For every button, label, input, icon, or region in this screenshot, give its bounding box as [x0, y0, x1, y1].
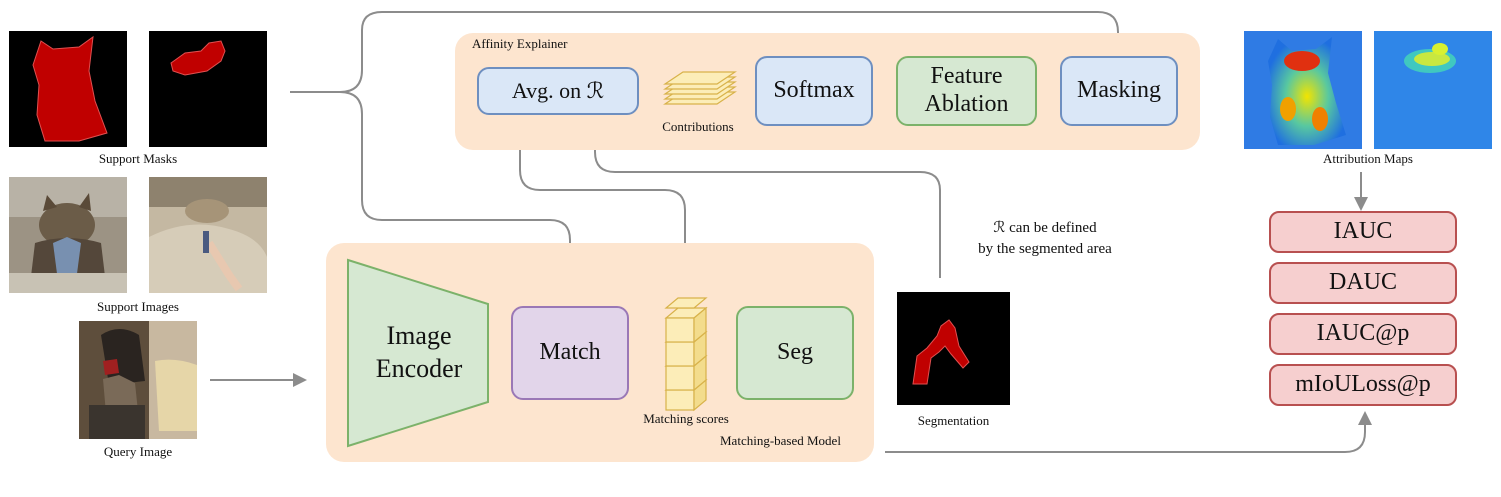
contributions-label: Contributions [662, 119, 734, 134]
r-definition-line-1: ℛ can be defined [993, 220, 1097, 236]
matching-scores-cubes-icon [664, 297, 708, 412]
image-encoder-trapezoid [347, 258, 489, 448]
seg-box: Seg [736, 306, 854, 400]
avg-on-r-label: Avg. on ℛ [511, 78, 605, 104]
match-box: Match [511, 306, 629, 400]
masking-box: Masking [1060, 56, 1178, 126]
support-mask-2 [149, 31, 267, 147]
segmentation-to-avg-arrow [588, 121, 941, 278]
query-image-caption: Query Image [103, 444, 173, 459]
attribution-map-1 [1244, 31, 1362, 149]
avg-on-r-box: Avg. on ℛ [477, 67, 639, 115]
segmentation-output [897, 292, 1010, 405]
support-mask-1 [9, 31, 127, 147]
feature-ablation-label-2: Ablation [924, 91, 1009, 117]
matching-model-title: Matching-based Model [720, 433, 841, 448]
scores-to-avg-arrow [513, 121, 686, 292]
feature-ablation-label-1: Feature [930, 63, 1003, 90]
image-encoder-label-1: Image [386, 321, 452, 350]
metric-iauc-p-box: IAUC@p [1269, 313, 1457, 355]
image-encoder-label: Image Encoder [346, 320, 492, 385]
image-encoder-label-2: Encoder [375, 353, 463, 383]
model-to-metrics-arrow [885, 411, 1372, 453]
r-definition-line-2: by the segmented area [978, 241, 1112, 257]
seg-label: Seg [777, 339, 813, 366]
metric-iauc-label: IAUC [1333, 218, 1393, 245]
match-label: Match [539, 339, 601, 366]
metric-iauc-p-label: IAUC@p [1316, 320, 1410, 347]
metric-miouloss-p-box: mIoULoss@p [1269, 364, 1457, 406]
support-images-caption: Support Images [97, 299, 179, 314]
support-image-1 [9, 177, 127, 293]
r-definition-note: ℛ can be defined by the segmented area [940, 218, 1150, 260]
softmax-box: Softmax [755, 56, 873, 126]
support-brace-arrow [290, 11, 1125, 93]
affinity-explainer-title: Affinity Explainer [472, 36, 568, 51]
query-image [79, 321, 197, 439]
metric-miouloss-p-label: mIoULoss@p [1295, 371, 1431, 398]
masking-label: Masking [1077, 77, 1161, 104]
support-image-2 [149, 177, 267, 293]
attribution-maps-caption: Attribution Maps [1323, 151, 1413, 166]
metric-dauc-label: DAUC [1328, 269, 1397, 296]
softmax-label: Softmax [773, 77, 855, 104]
metric-dauc-box: DAUC [1269, 262, 1457, 304]
attribution-map-2 [1374, 31, 1492, 149]
feature-ablation-box: Feature Ablation [896, 56, 1037, 126]
support-to-match-arrow [339, 91, 577, 309]
segmentation-caption: Segmentation [917, 413, 990, 428]
support-masks-caption: Support Masks [98, 151, 178, 166]
contributions-stack-icon [663, 71, 737, 105]
matching-scores-label: Matching scores [643, 411, 729, 426]
metric-iauc-box: IAUC [1269, 211, 1457, 253]
